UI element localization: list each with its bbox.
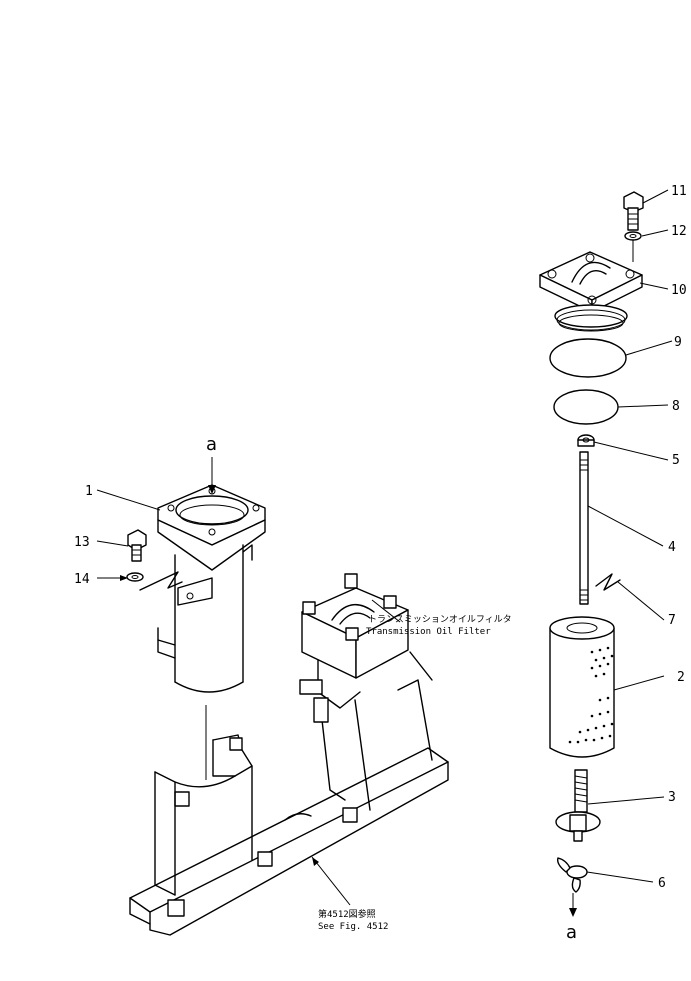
nut-part-5: [577, 434, 595, 447]
bolt-part-13: [127, 529, 147, 562]
callout-6: 6: [658, 876, 666, 891]
callout-7: 7: [668, 613, 676, 628]
callout-1: 1: [85, 484, 93, 499]
callout-11: 11: [671, 184, 687, 199]
bracket-zigzag: [139, 571, 183, 591]
transmission-oil-filter: [299, 573, 409, 723]
callout-4: 4: [668, 540, 676, 555]
callout-10: 10: [671, 283, 687, 298]
right-upright: [321, 651, 433, 811]
callout-2: 2: [677, 670, 685, 685]
cover-part-10: [539, 251, 643, 332]
note-filter-en: Transmission Oil Filter: [366, 627, 491, 637]
callout-8: 8: [672, 399, 680, 414]
o-ring-part-9: [549, 338, 627, 378]
base-bracket: [129, 747, 449, 936]
callout-5: 5: [672, 453, 680, 468]
clip-part-7: [595, 573, 621, 591]
note-filter-jp: トランスミッションオイルフィルタ: [368, 614, 512, 625]
washer-part-14: [126, 572, 144, 582]
element-part-2: [549, 616, 615, 758]
note-fig-jp: 第4512図参照: [318, 908, 376, 920]
filter-case-part-1: [157, 484, 266, 780]
flow-mark-a-top: a: [206, 434, 217, 455]
rod-part-4: [579, 451, 589, 605]
drain-plug-part-3: [555, 769, 601, 842]
wing-nut-part-6: [556, 857, 588, 893]
callout-9: 9: [674, 335, 682, 350]
left-upright: [154, 734, 253, 896]
leader-lines: [96, 189, 673, 917]
flow-mark-a-bottom: a: [566, 922, 577, 943]
callout-12: 12: [671, 224, 687, 239]
callout-13: 13: [74, 535, 90, 550]
bolt-part-11: [623, 191, 644, 231]
washer-part-12: [624, 231, 642, 241]
note-fig-en: See Fig. 4512: [318, 922, 388, 932]
callout-3: 3: [668, 790, 676, 805]
o-ring-part-8: [553, 389, 619, 425]
callout-14: 14: [74, 572, 90, 587]
